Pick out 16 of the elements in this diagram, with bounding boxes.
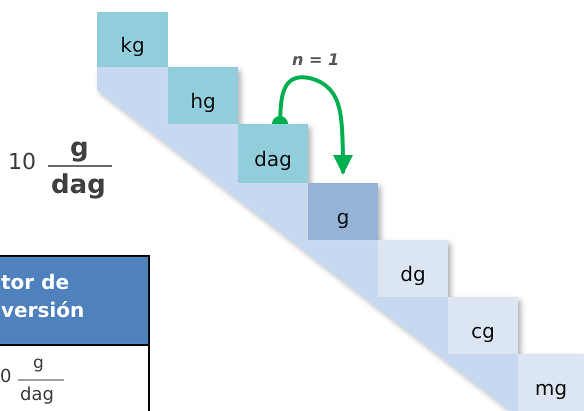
unit-step: hg bbox=[168, 67, 238, 124]
fraction-numerator: g bbox=[70, 133, 89, 163]
edge-label: n = 1 bbox=[292, 50, 340, 69]
number: 10 bbox=[8, 150, 36, 175]
curved-arrow bbox=[272, 75, 353, 175]
unit-step: cg bbox=[448, 297, 518, 354]
unit-step: dg bbox=[378, 240, 448, 297]
header-text: tor de versión bbox=[1, 269, 86, 324]
unit-step: mg bbox=[518, 354, 584, 411]
fraction-denominator: dag bbox=[20, 384, 54, 405]
unit-step: dag bbox=[238, 124, 308, 183]
fraction-numerator: g bbox=[33, 353, 44, 373]
unit-step: g bbox=[308, 183, 378, 240]
fraction-denominator: dag bbox=[51, 170, 106, 200]
unit-step: kg bbox=[97, 12, 168, 67]
number: 0 bbox=[0, 366, 12, 387]
